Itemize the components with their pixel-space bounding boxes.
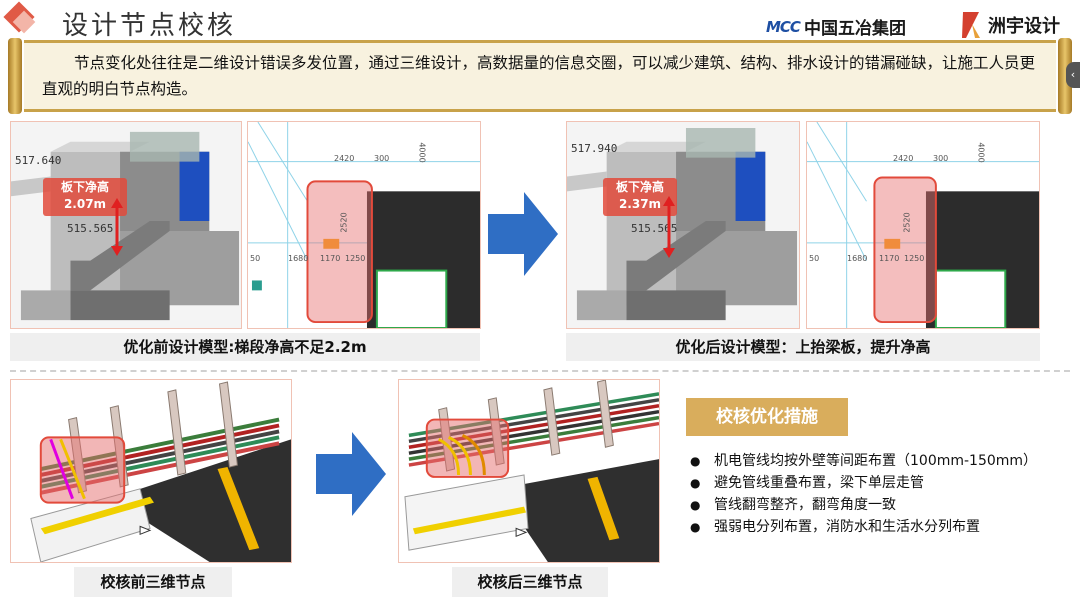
after-dim-1170: 1170 — [879, 254, 900, 263]
before-model-caption: 优化前设计模型:梯段净高不足2.2m — [10, 333, 480, 361]
after-elev-bottom: 515.565 — [631, 222, 678, 235]
mcc-badge-icon: MCC — [766, 17, 801, 36]
after-dim-50: 50 — [809, 254, 820, 263]
before-dim-50: 50 — [250, 254, 261, 263]
before-height-arrow-icon — [111, 198, 123, 256]
zhouyu-mark-icon — [960, 10, 982, 40]
scroll-body — [24, 40, 1056, 112]
measure-item: 机电管线均按外壁等间距布置（100mm-150mm） — [690, 450, 1070, 472]
before-clear-height-box: 板下净高 2.07m — [43, 178, 127, 216]
scroll-right-roller — [1058, 38, 1072, 114]
after-section-drawing: 2420 300 50 1680 1170 1250 2520 4000 — [806, 121, 1040, 329]
intro-banner: 节点变化处往往是二维设计错误多发位置，通过三维设计，高数据量的信息交圈，可以减少… — [6, 38, 1074, 114]
after-pipes-3d-image — [398, 379, 660, 563]
before-pipes-3d-image — [10, 379, 292, 563]
after-node-caption: 校核后三维节点 — [452, 567, 608, 597]
before-elev-bottom: 515.565 — [67, 222, 114, 235]
before-dim-4000: 4000 — [417, 142, 427, 163]
before-elev-top: 517.640 — [15, 154, 62, 167]
before-dim-1680: 1680 — [288, 254, 309, 263]
after-clear-value: 2.37m — [618, 197, 662, 211]
after-dim-1680: 1680 — [847, 254, 868, 263]
before-3d-model-image: 517.640 515.565 板下净高 2.07m — [10, 121, 242, 329]
before-section-drawing: 2420 300 50 1680 1170 1250 2520 4000 — [247, 121, 481, 329]
measure-item: 避免管线重叠布置，梁下单层走管 — [690, 472, 1070, 494]
top-right-arrow-icon — [488, 192, 558, 276]
before-dim-1250: 1250 — [345, 254, 366, 263]
side-collapse-tab[interactable]: ‹ — [1066, 62, 1080, 88]
before-dim-1170: 1170 — [320, 254, 341, 263]
before-dim-2420: 2420 — [334, 154, 355, 163]
scroll-left-roller — [8, 38, 22, 114]
after-model-caption: 优化后设计模型：上抬梁板，提升净高 — [566, 333, 1040, 361]
measure-item: 管线翻弯整齐，翻弯角度一致 — [690, 494, 1070, 516]
zhouyu-logo: 洲宇设计 — [960, 10, 1060, 40]
after-3d-model-image: 517.940 515.565 板下净高 2.37m — [566, 121, 800, 329]
after-clear-label: 板下净高 — [615, 180, 664, 194]
section-divider — [10, 370, 1070, 372]
after-height-arrow-icon — [663, 196, 675, 258]
after-dim-2520: 2520 — [902, 212, 912, 233]
page-title: 设计节点校核 — [62, 11, 237, 41]
after-dim-4000: 4000 — [976, 142, 986, 163]
mcc-company-name: 中国五冶集团 — [803, 19, 906, 39]
after-dim-300: 300 — [933, 154, 949, 163]
measures-list: 机电管线均按外壁等间距布置（100mm-150mm） 避免管线重叠布置，梁下单层… — [690, 450, 1070, 538]
zhouyu-company-name: 洲宇设计 — [988, 16, 1060, 37]
before-clear-value: 2.07m — [63, 197, 107, 211]
mcc-logo: MCC 中国五冶集团 — [766, 14, 906, 40]
measures-title: 校核优化措施 — [686, 398, 848, 436]
before-dim-2520: 2520 — [339, 212, 349, 233]
bottom-right-arrow-icon — [316, 432, 386, 516]
intro-text: 节点变化处往往是二维设计错误多发位置，通过三维设计，高数据量的信息交圈，可以减少… — [42, 54, 1036, 98]
title-decoration-icon — [3, 1, 38, 34]
before-node-caption: 校核前三维节点 — [74, 567, 232, 597]
after-elev-top: 517.940 — [571, 142, 618, 155]
measure-item: 强弱电分列布置，消防水和生活水分列布置 — [690, 516, 1070, 538]
before-dim-300: 300 — [374, 154, 390, 163]
after-dim-2420: 2420 — [893, 154, 914, 163]
before-clear-label: 板下净高 — [60, 180, 109, 194]
after-clear-height-box: 板下净高 2.37m — [603, 178, 677, 216]
after-dim-1250: 1250 — [904, 254, 925, 263]
